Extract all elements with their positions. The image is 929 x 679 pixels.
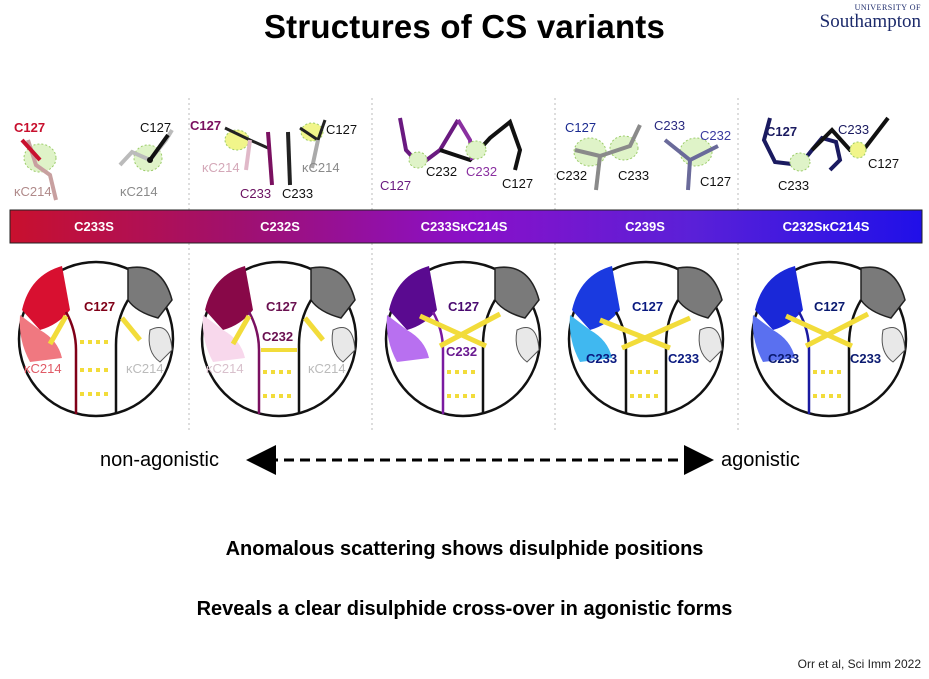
circle-label: C232: [446, 344, 477, 359]
circle-label: C127: [448, 299, 479, 314]
structure-sketch-c232s: [224, 119, 327, 186]
structure-sketch-c239s: [573, 124, 719, 191]
top-label: C233: [838, 122, 869, 137]
top-label: C127: [766, 124, 797, 139]
circle-label: C232: [262, 329, 293, 344]
circle-schematic-c232s: [200, 260, 358, 418]
circle-schematic-c233skc214s: [384, 260, 542, 418]
axis-label-right: agonistic: [721, 449, 800, 471]
circle-schematic-c232skc214s: [750, 260, 908, 418]
top-label: C233: [778, 178, 809, 193]
top-label: κC214: [302, 160, 340, 175]
circle-label: C233: [586, 351, 617, 366]
column-dividers: [188, 98, 739, 430]
circle-label: C233: [850, 351, 881, 366]
circle-label: κC214: [206, 361, 244, 376]
top-label: C233: [618, 168, 649, 183]
top-label: C233: [240, 186, 271, 201]
circle-label: κC214: [126, 361, 164, 376]
circle-label: C127: [814, 299, 845, 314]
top-label: C232: [466, 164, 497, 179]
top-label: C127: [380, 178, 411, 193]
circle-schematic-c239s: [567, 260, 725, 418]
variant-name: C232SκC214S: [783, 219, 870, 234]
top-label: κC214: [14, 184, 52, 199]
university-logo: UNIVERSITY OF Southampton: [819, 3, 921, 32]
top-label: κC214: [202, 160, 240, 175]
structure-sketch-c233skc214s: [398, 117, 523, 171]
circle-label: C233: [668, 351, 699, 366]
logo-line-1: UNIVERSITY OF: [854, 3, 921, 12]
variant-name: C233S: [74, 219, 114, 234]
footer-line-2: Reveals a clear disulphide cross-over in…: [196, 598, 733, 620]
axis-label-left: non-agonistic: [100, 449, 219, 471]
top-label: C127: [565, 120, 596, 135]
circle-label: C233: [768, 351, 799, 366]
top-label: C127: [14, 120, 45, 135]
circle-schematics: [17, 260, 908, 418]
circle-label: κC214: [24, 361, 62, 376]
circle-label: C127: [266, 299, 297, 314]
footer-line-1: Anomalous scattering shows disulphide po…: [225, 538, 704, 560]
slide-title: Structures of CS variants: [263, 8, 666, 45]
top-label: C127: [868, 156, 899, 171]
circle-label: κC214: [308, 361, 346, 376]
top-label: C232: [700, 128, 731, 143]
top-label-group: C127 C127 κC214 κC214 C127 C127 κC214 κC…: [14, 118, 899, 201]
variant-name-group: C233S C232S C233SκC214S C239S C232SκC214…: [74, 219, 870, 234]
structure-sketch-c233s: [20, 128, 174, 201]
variant-name: C233SκC214S: [421, 219, 508, 234]
variant-name: C239S: [625, 219, 665, 234]
circle-schematic-c233s: [17, 260, 175, 418]
top-label: C127: [190, 118, 221, 133]
top-label: C127: [700, 174, 731, 189]
top-label: C232: [556, 168, 587, 183]
logo-line-2: Southampton: [819, 11, 921, 32]
top-label: C127: [502, 176, 533, 191]
circle-label-group: C127 κC214 κC214 C127 C232 κC214 κC214 C…: [24, 299, 881, 376]
citation: Orr et al, Sci Imm 2022: [797, 657, 921, 671]
variant-name: C232S: [260, 219, 300, 234]
variant-gradient-bar: [9, 209, 923, 244]
top-label: C233: [282, 186, 313, 201]
top-label: C127: [140, 120, 171, 135]
structure-sketch-c232skc214s: [761, 116, 890, 172]
top-label: C232: [426, 164, 457, 179]
top-label: κC214: [120, 184, 158, 199]
top-label: C233: [654, 118, 685, 133]
circle-label: C127: [84, 299, 115, 314]
circle-label: C127: [632, 299, 663, 314]
top-label: C127: [326, 122, 357, 137]
